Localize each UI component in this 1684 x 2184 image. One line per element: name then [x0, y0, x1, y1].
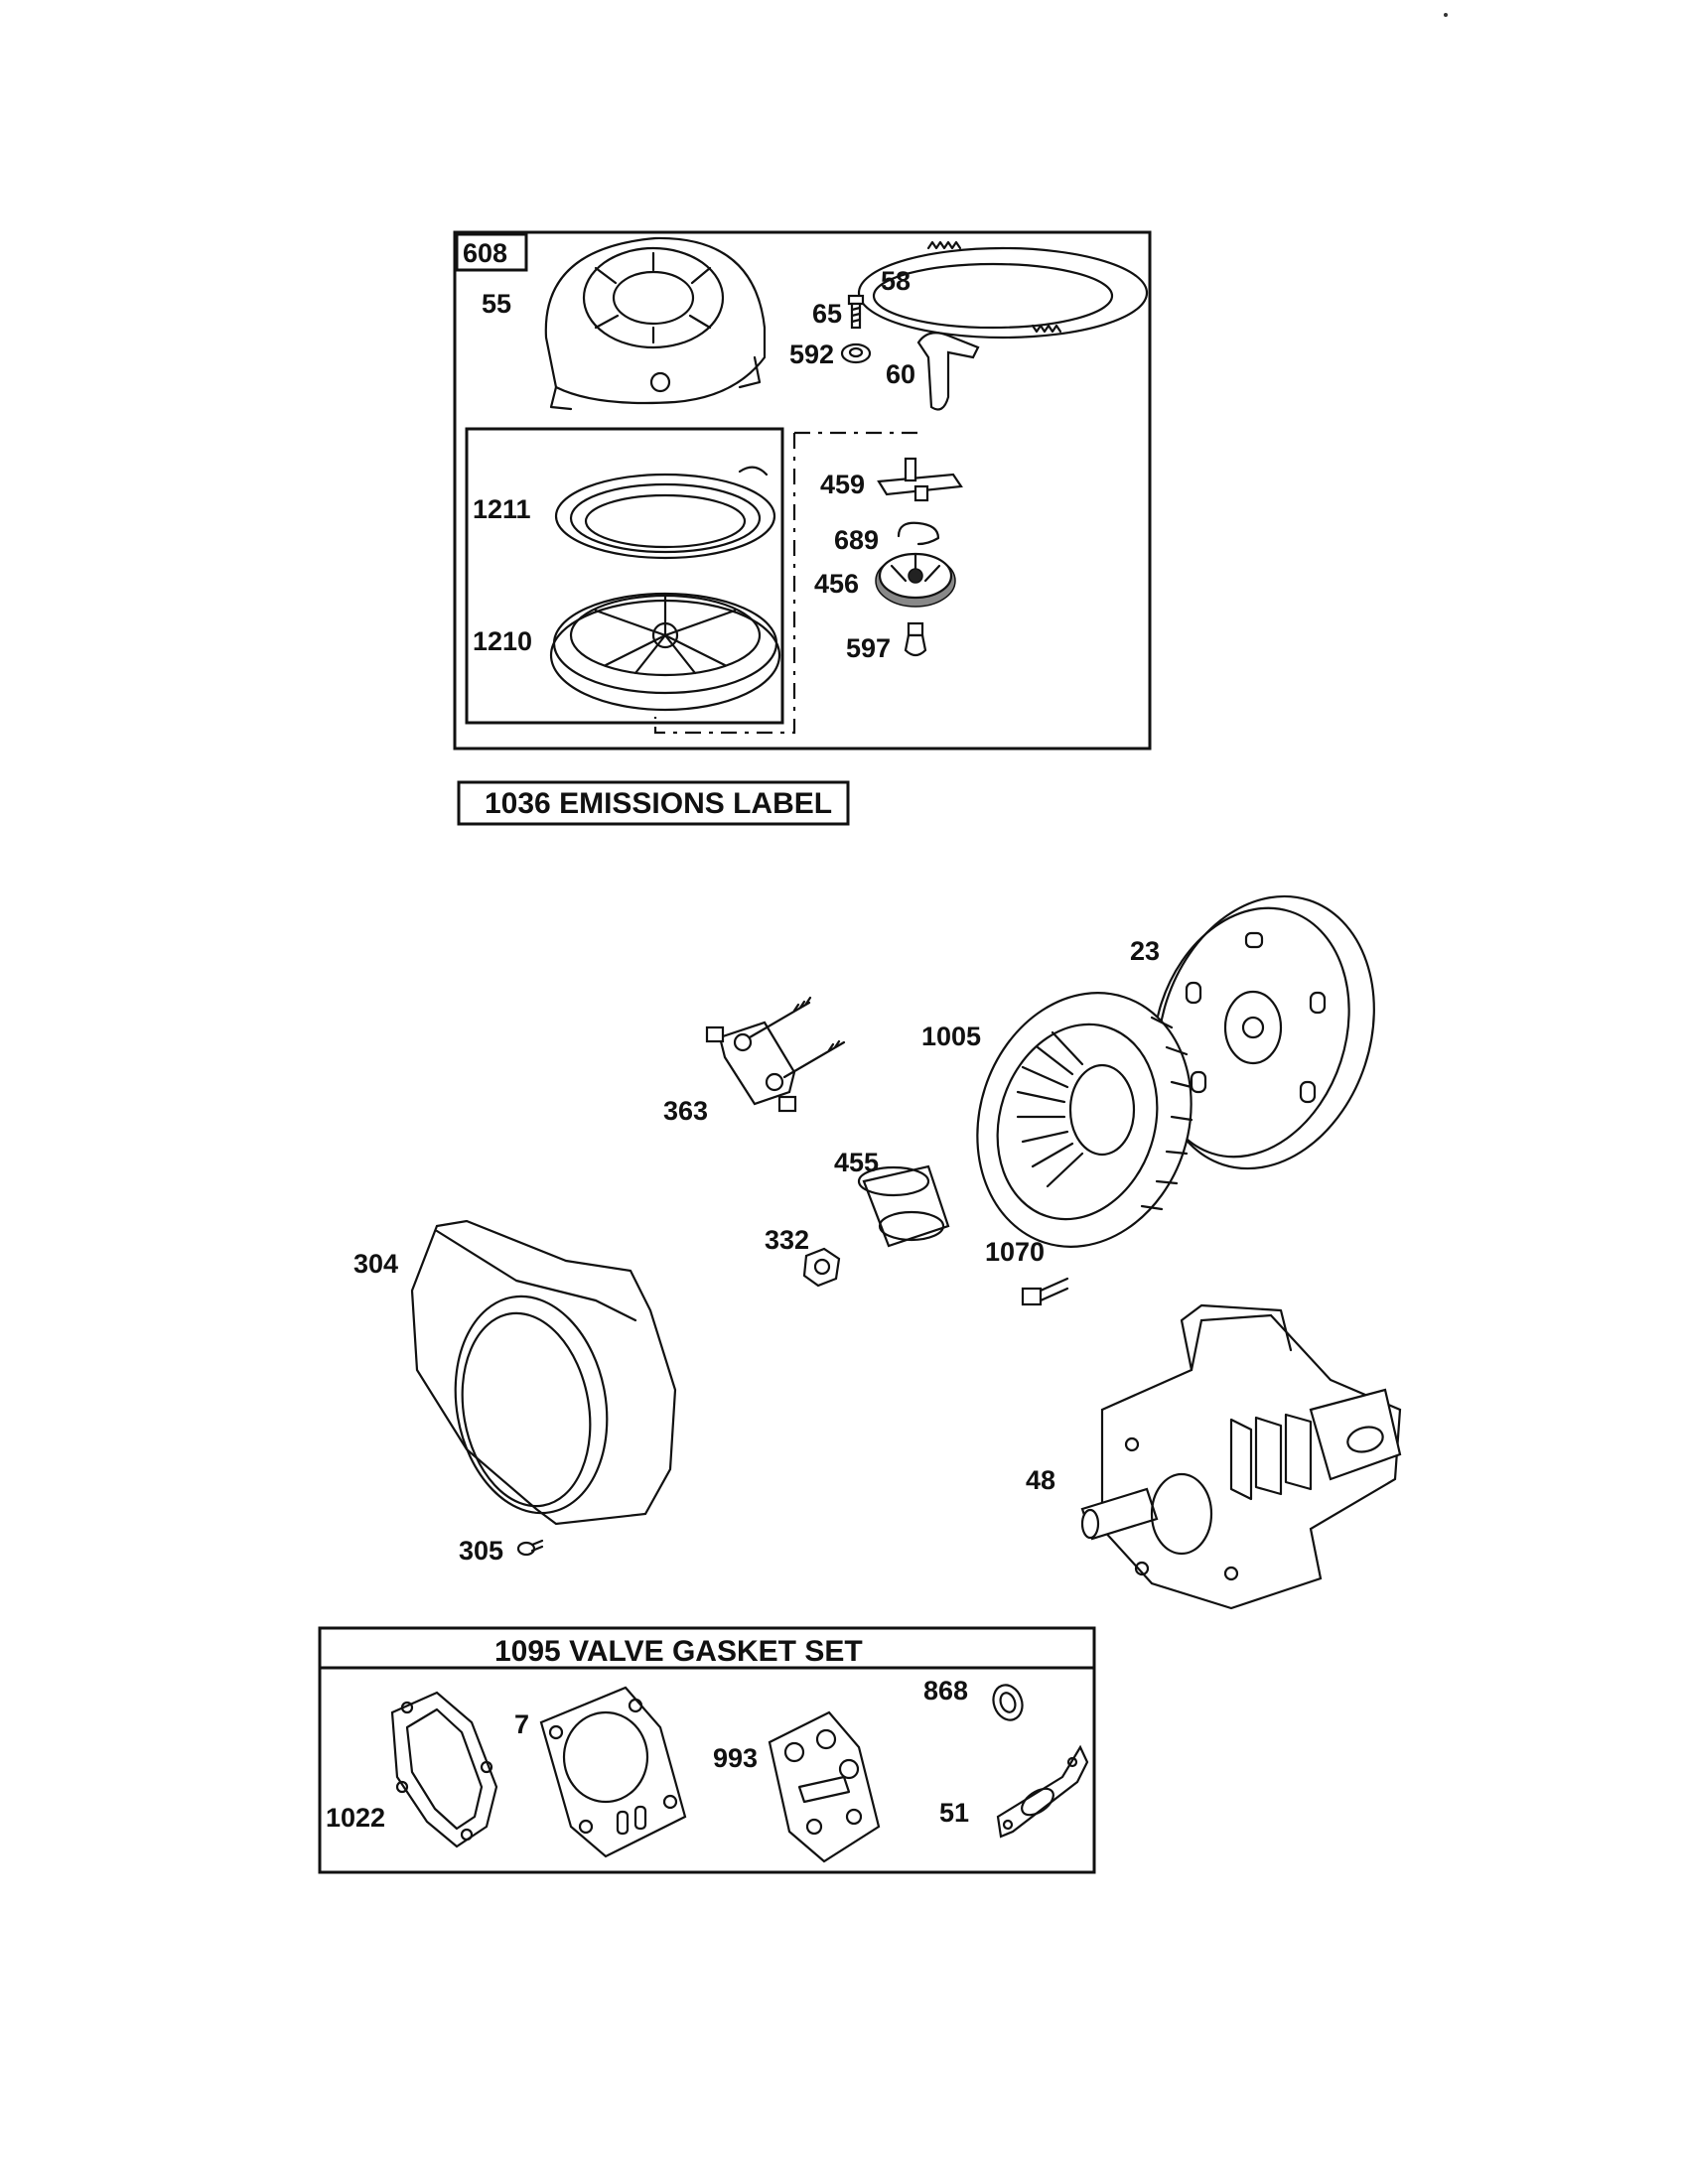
- part-305-screw[interactable]: [516, 1539, 544, 1557]
- part-65-label[interactable]: 65: [812, 299, 842, 329]
- valve-gasket-set-group: 1095 VALVE GASKET SET 1022 7: [318, 1626, 1096, 1874]
- rewind-starter-frame: [453, 230, 1152, 751]
- part-60-label[interactable]: 60: [886, 359, 915, 389]
- ratchet-subassembly-dashed-frame: [653, 431, 921, 735]
- part-58-label[interactable]: 58: [881, 266, 911, 296]
- part-23-label[interactable]: 23: [1130, 936, 1160, 966]
- part-58-rope[interactable]: [857, 240, 1149, 340]
- part-1211-spring[interactable]: [554, 466, 776, 560]
- part-1210-pulley[interactable]: [549, 592, 781, 712]
- part-868-label[interactable]: 868: [923, 1676, 968, 1706]
- part-597-label[interactable]: 597: [846, 633, 891, 663]
- scan-speck: [1444, 13, 1448, 17]
- part-51-label[interactable]: 51: [939, 1798, 969, 1828]
- valve-gasket-set-frame: [318, 1626, 1096, 1874]
- part-455-starter-cup[interactable]: [857, 1164, 950, 1248]
- part-1210-label[interactable]: 1210: [473, 626, 532, 656]
- part-1070-screw[interactable]: [1021, 1277, 1069, 1306]
- part-23-flywheel[interactable]: [1122, 868, 1408, 1196]
- part-65-screw[interactable]: [847, 294, 865, 330]
- part-55-label[interactable]: 55: [482, 289, 511, 319]
- part-455-label[interactable]: 455: [834, 1148, 879, 1177]
- part-459-label[interactable]: 459: [820, 470, 865, 499]
- rewind-starter-group: 608 55 58 65 59: [453, 230, 1152, 751]
- part-1005-label[interactable]: 1005: [921, 1022, 981, 1051]
- part-597-screw[interactable]: [904, 621, 927, 657]
- part-868-seal[interactable]: [989, 1681, 1028, 1723]
- part-305-label[interactable]: 305: [459, 1536, 503, 1566]
- part-456-label[interactable]: 456: [814, 569, 859, 599]
- part-332-label[interactable]: 332: [765, 1225, 809, 1255]
- part-993-label[interactable]: 993: [713, 1743, 758, 1773]
- part-1211-label[interactable]: 1211: [473, 494, 531, 524]
- part-332-nut[interactable]: [802, 1247, 841, 1288]
- part-608-box: [455, 232, 528, 272]
- part-456-ratchet[interactable]: [875, 552, 956, 608]
- valve-gasket-set-title[interactable]: 1095 VALVE GASKET SET: [494, 1635, 863, 1668]
- part-363-label[interactable]: 363: [663, 1096, 708, 1126]
- part-689-label[interactable]: 689: [834, 525, 879, 555]
- pulley-subassembly-frame: [465, 427, 784, 725]
- part-459-starter-dog[interactable]: [877, 457, 963, 502]
- part-1022-label[interactable]: 1022: [326, 1803, 385, 1833]
- part-1022-gasket[interactable]: [390, 1691, 498, 1848]
- emissions-label-title[interactable]: 1036 EMISSIONS LABEL: [485, 787, 832, 820]
- part-1070-label[interactable]: 1070: [985, 1237, 1045, 1267]
- part-689-retainer-ring[interactable]: [897, 521, 940, 546]
- part-7-label[interactable]: 7: [514, 1709, 529, 1739]
- part-48-label[interactable]: 48: [1026, 1465, 1055, 1495]
- part-592-nut[interactable]: [840, 342, 872, 364]
- part-1005-fan[interactable]: [945, 965, 1223, 1275]
- part-363-spacer[interactable]: [705, 996, 846, 1113]
- part-60-handle[interactable]: [916, 332, 980, 411]
- part-55-starter-housing[interactable]: [544, 236, 767, 411]
- part-51-gasket[interactable]: [996, 1744, 1089, 1839]
- part-993-gasket[interactable]: [768, 1710, 881, 1863]
- emissions-label-box: [457, 780, 850, 826]
- part-304-blower-housing[interactable]: [410, 1219, 677, 1526]
- part-608-label[interactable]: 608: [463, 238, 507, 268]
- part-304-label[interactable]: 304: [353, 1249, 398, 1279]
- part-7-head-gasket[interactable]: [539, 1686, 687, 1858]
- flywheel-group: 23 1005 363 455: [663, 868, 1408, 1306]
- part-48-short-block[interactable]: [1080, 1303, 1402, 1610]
- part-592-label[interactable]: 592: [789, 340, 834, 369]
